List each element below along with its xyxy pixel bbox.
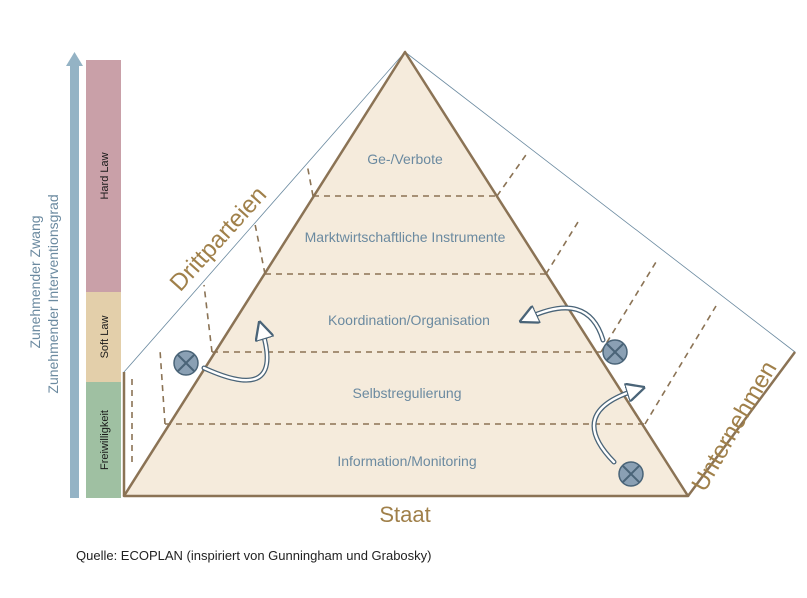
- face-label-staat: Staat: [379, 502, 430, 527]
- soft-law-segment: [86, 292, 121, 382]
- level-label-information-monitoring: Information/Monitoring: [337, 453, 476, 469]
- curved-arrows-inner: [202, 308, 636, 464]
- level-label-ge-verbote: Ge-/Verbote: [367, 151, 443, 167]
- cross-circle-icon: [602, 339, 628, 365]
- level-label-koordination-organisation: Koordination/Organisation: [328, 312, 490, 328]
- axis-label-zwang: Zunehmender Zwang: [27, 215, 43, 348]
- hard-law-segment: [86, 60, 121, 292]
- hard-law-label: Hard Law: [99, 152, 111, 199]
- source-note: Quelle: ECOPLAN (inspiriert von Gunningh…: [76, 548, 432, 563]
- soft-law-label: Soft Law: [99, 316, 111, 359]
- level-label-marktwirtschaftliche-instrumente: Marktwirtschaftliche Instrumente: [305, 229, 506, 245]
- face-dashed-lines: [131, 151, 717, 462]
- freiwilligkeit-segment: [86, 382, 121, 498]
- axis-label-intervention: Zunehmender Interventionsgrad: [45, 194, 61, 393]
- level-label-selbstregulierung: Selbstregulierung: [353, 385, 462, 401]
- axis-arrow: [66, 52, 83, 498]
- pyramid: [122, 50, 690, 498]
- freiwilligkeit-label: Freiwilligkeit: [99, 410, 111, 470]
- level-dividers: [165, 195, 645, 425]
- cross-circle-icon: [618, 461, 644, 487]
- cross-circle-icon: [173, 350, 199, 376]
